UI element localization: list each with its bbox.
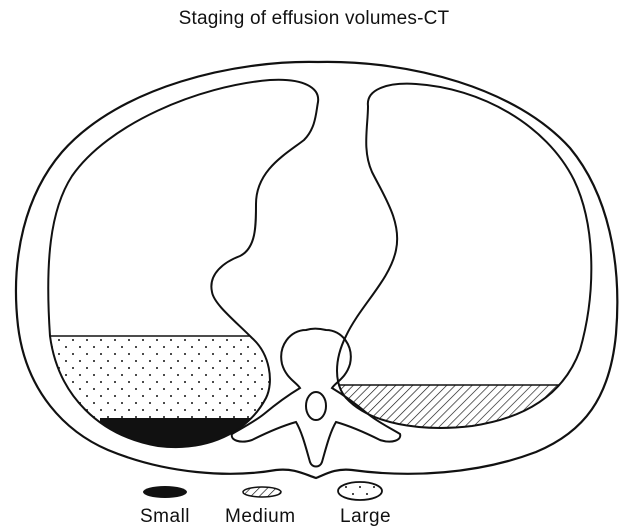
legend-swatch-small-icon	[143, 486, 187, 498]
legend-label-large: Large	[340, 507, 391, 526]
small-effusion-region	[100, 418, 270, 458]
legend-label-small: Small	[140, 507, 190, 526]
legend-label-medium: Medium	[225, 507, 296, 526]
left-lung-outline	[337, 84, 591, 428]
legend-swatch-large-icon	[338, 482, 382, 500]
legend-swatch-medium-icon	[243, 487, 281, 497]
